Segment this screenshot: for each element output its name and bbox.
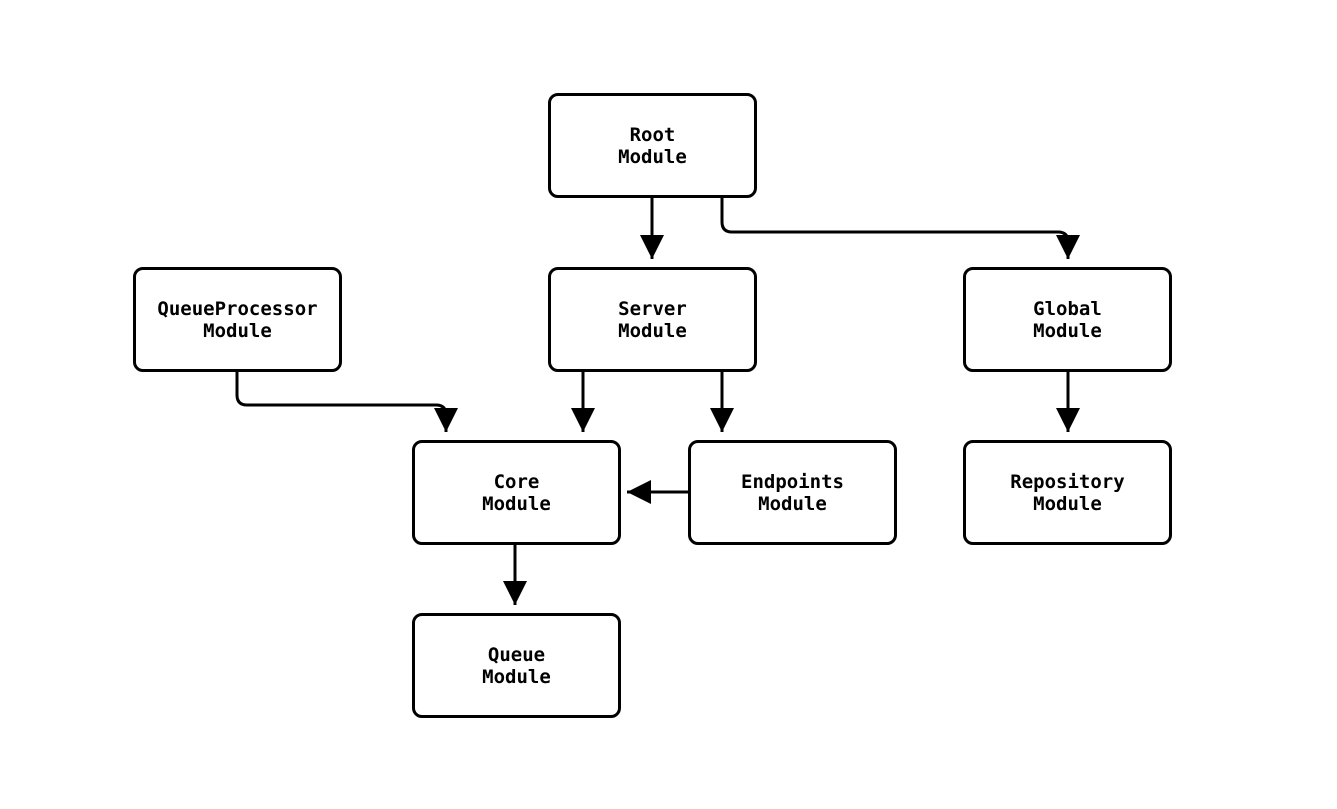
node-repository-module: Repository Module	[963, 440, 1172, 545]
node-label: Module	[482, 665, 551, 688]
node-label: QueueProcessor	[157, 297, 318, 320]
node-label: Root	[629, 123, 676, 146]
node-label: Module	[482, 492, 551, 515]
node-label: Module	[618, 145, 687, 168]
node-label: Module	[203, 319, 272, 342]
node-root-module: Root Module	[548, 93, 757, 198]
edge-root-to-global	[720, 198, 1080, 259]
node-server-module: Server Module	[548, 267, 757, 372]
node-label: Server	[618, 297, 687, 320]
node-label: Endpoints	[741, 470, 844, 493]
node-label: Module	[618, 319, 687, 342]
node-endpoints-module: Endpoints Module	[688, 440, 897, 545]
node-queue-module: Queue Module	[412, 613, 621, 718]
node-queueprocessor-module: QueueProcessor Module	[133, 267, 342, 372]
node-label: Queue	[487, 643, 546, 666]
node-global-module: Global Module	[963, 267, 1172, 372]
node-label: Module	[758, 492, 827, 515]
node-core-module: Core Module	[412, 440, 621, 545]
node-label: Module	[1033, 492, 1102, 515]
node-label: Repository	[1010, 470, 1125, 493]
node-label: Core	[493, 470, 540, 493]
node-label: Global	[1033, 297, 1102, 320]
edge-queueprocessor-to-core	[235, 372, 458, 432]
node-label: Module	[1033, 319, 1102, 342]
